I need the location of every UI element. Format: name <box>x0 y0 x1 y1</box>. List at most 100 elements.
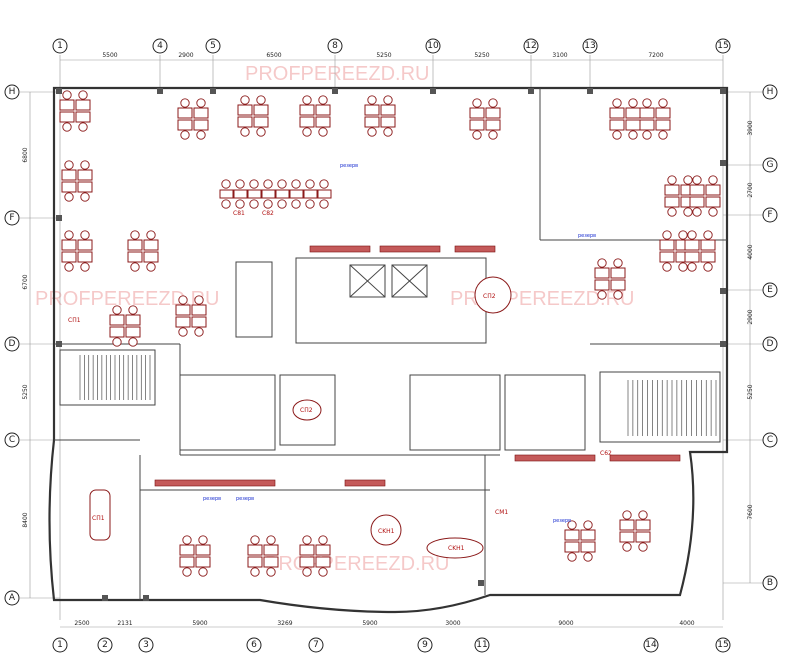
chair <box>130 262 140 272</box>
chair <box>305 179 315 189</box>
dimension: 5500 <box>102 52 117 59</box>
desk <box>125 314 141 326</box>
desk <box>263 544 279 556</box>
stairs-right <box>627 380 717 436</box>
desk <box>109 326 125 338</box>
chair <box>128 305 138 315</box>
dimensions-top: 5500 2900 6500 5250 5250 3100 7200 <box>102 52 663 59</box>
desk <box>659 239 675 251</box>
desk <box>689 184 705 196</box>
chair <box>302 567 312 577</box>
dimension: 5250 <box>22 384 29 399</box>
desk <box>253 104 269 116</box>
dimension: 5250 <box>376 52 391 59</box>
desk <box>664 184 680 196</box>
dimensions-right: 3900 2700 4000 2900 5250 7600 <box>747 120 754 519</box>
desk <box>655 119 671 131</box>
desk <box>143 239 159 251</box>
chair <box>318 95 328 105</box>
desk <box>639 107 655 119</box>
desk <box>233 189 248 199</box>
chair <box>62 90 72 100</box>
chair <box>597 258 607 268</box>
room-label: CM1 <box>495 509 508 516</box>
desk <box>237 104 253 116</box>
chair <box>687 230 697 240</box>
chair <box>249 179 259 189</box>
chair <box>318 535 328 545</box>
desk <box>625 107 641 119</box>
dimension: 6800 <box>22 147 29 162</box>
cabinet-row <box>514 454 596 462</box>
chair <box>256 127 266 137</box>
chair <box>367 127 377 137</box>
desk <box>275 189 290 199</box>
watermark-bottom: PROFPEREEZD.RU <box>265 553 449 575</box>
axis-label: 6 <box>251 640 257 650</box>
desk <box>193 107 209 119</box>
desk <box>299 556 315 568</box>
desk <box>625 119 641 131</box>
axis-label: 7 <box>313 640 319 650</box>
chair <box>583 520 593 530</box>
room-label: CП2 <box>300 407 313 414</box>
chair <box>687 262 697 272</box>
desk <box>664 196 680 208</box>
desk <box>299 544 315 556</box>
axis-markers-right: H G F E D C B <box>762 84 778 591</box>
desk <box>639 119 655 131</box>
chair <box>658 98 668 108</box>
desk <box>364 116 380 128</box>
chair <box>112 305 122 315</box>
chair <box>683 175 693 185</box>
axis-label: F <box>9 213 14 223</box>
chair <box>235 179 245 189</box>
desk <box>299 116 315 128</box>
desk <box>191 316 207 328</box>
desk <box>237 116 253 128</box>
desk <box>684 239 700 251</box>
dimension: 6500 <box>266 52 281 59</box>
desk <box>485 107 501 119</box>
desk <box>179 556 195 568</box>
chair <box>64 262 74 272</box>
desk <box>77 239 93 251</box>
chair <box>221 199 231 209</box>
dimension: 2131 <box>117 620 132 627</box>
chair <box>198 567 208 577</box>
chair <box>367 95 377 105</box>
chair <box>613 258 623 268</box>
desk <box>247 544 263 556</box>
desk <box>315 544 331 556</box>
dimension: 2900 <box>178 52 193 59</box>
axis-label: 1 <box>57 41 63 51</box>
room-label: CKH1 <box>448 545 465 552</box>
desk <box>315 116 331 128</box>
chair <box>80 192 90 202</box>
desk <box>77 251 93 263</box>
desk <box>705 184 721 196</box>
chair <box>80 262 90 272</box>
annotation: резерв <box>236 496 254 502</box>
chair <box>182 567 192 577</box>
axis-label: 3 <box>143 640 149 650</box>
chair <box>302 95 312 105</box>
chair <box>302 127 312 137</box>
chair <box>263 199 273 209</box>
chair <box>708 207 718 217</box>
axis-label: G <box>767 160 774 170</box>
chair <box>256 95 266 105</box>
chair <box>383 127 393 137</box>
chair <box>642 98 652 108</box>
dimension: 5250 <box>474 52 489 59</box>
desk <box>127 239 143 251</box>
desk <box>59 99 75 111</box>
desk <box>610 279 626 291</box>
chair <box>240 127 250 137</box>
desk <box>59 111 75 123</box>
chair <box>488 98 498 108</box>
chair <box>638 542 648 552</box>
chair <box>146 230 156 240</box>
desk <box>594 267 610 279</box>
chair <box>302 535 312 545</box>
